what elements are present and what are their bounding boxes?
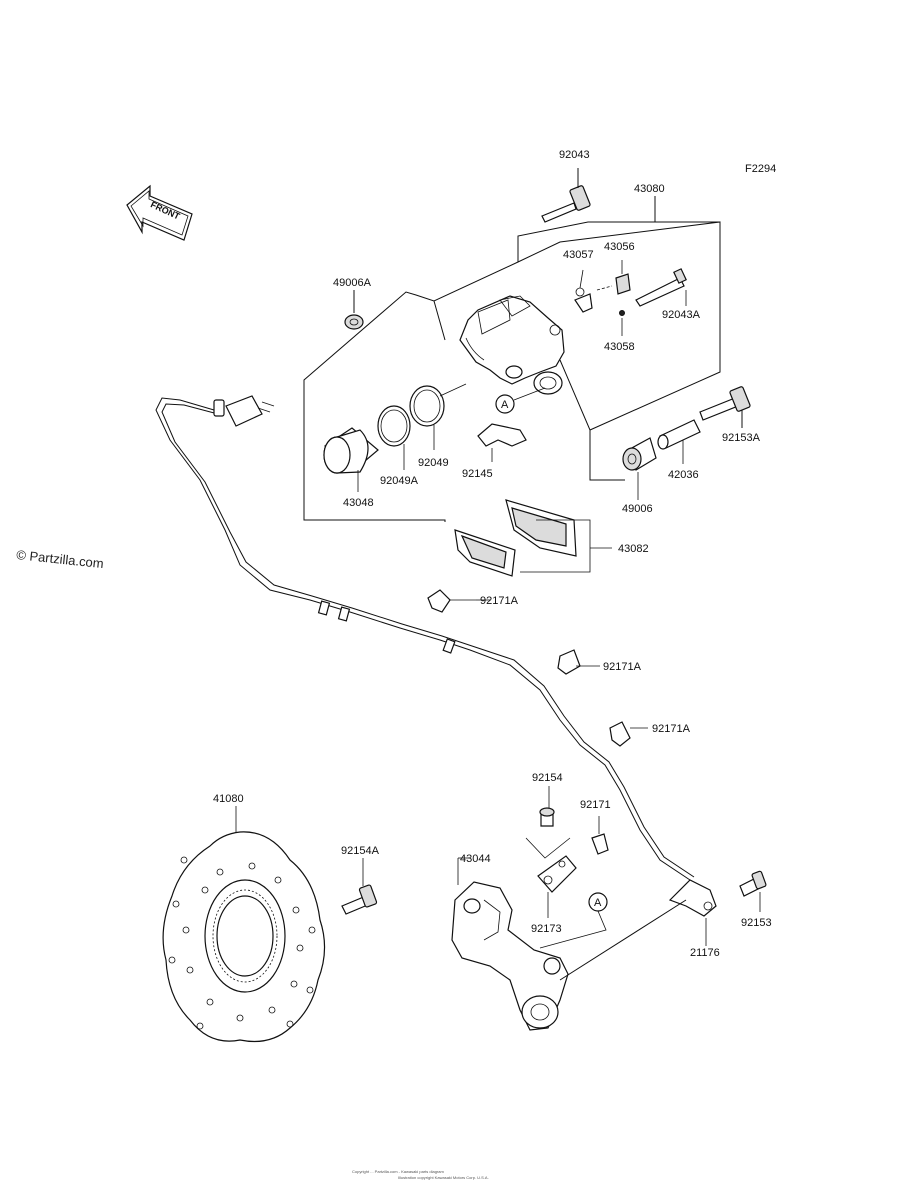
callout-43056: 43056 [604, 241, 635, 253]
callout-92043A: 92043A [662, 309, 701, 321]
svg-text:A: A [501, 399, 509, 411]
callout-49006A: 49006A [333, 277, 372, 289]
callout-43082: 43082 [618, 543, 649, 555]
bolt-92154A [341, 858, 378, 915]
clamp-92171A-1 [427, 589, 476, 613]
pad-spring-92145 [477, 423, 527, 462]
marker-A-upper: A [495, 387, 546, 414]
callout-92043: 92043 [559, 149, 590, 161]
abs-sensor-21176 [559, 879, 717, 981]
leader-lines [476, 599, 600, 667]
bolt-92154 [539, 786, 555, 827]
clamp-92171A-2 [557, 649, 581, 675]
sensor-cable [155, 395, 695, 881]
caliper-assembly-frame [303, 196, 721, 522]
callout-43080: 43080 [634, 183, 665, 195]
callout-43058: 43058 [604, 341, 635, 353]
callout-92049A: 92049A [380, 475, 419, 487]
bracket-92173 [525, 837, 577, 918]
watermark: © Partzilla.com [16, 547, 105, 571]
brake-pads-43082 [454, 499, 612, 577]
caliper-bracket-43044 [451, 857, 569, 1031]
footer-line-2: Illustration copyright Kawasaki Motors C… [398, 1175, 489, 1180]
callout-92049: 92049 [418, 457, 449, 469]
callout-92171A-1: 92171A [480, 595, 519, 607]
bolt-92153 [739, 870, 767, 912]
callout-43044: 43044 [460, 853, 491, 865]
callout-92171: 92171 [580, 799, 611, 811]
piston-seals [377, 383, 467, 470]
bolt-92153A [699, 386, 751, 428]
boot-49006 [622, 437, 657, 500]
callout-92154A: 92154A [341, 845, 380, 857]
footer-line-1: Copyright ... Partzilla.com - Kawasaki p… [352, 1169, 444, 1174]
callout-92153: 92153 [741, 917, 772, 929]
callout-92154: 92154 [532, 772, 563, 784]
bleeder-parts [574, 260, 687, 336]
caliper-body [459, 295, 565, 395]
callout-92171A-2: 92171A [603, 661, 642, 673]
sleeve-42036 [657, 419, 701, 464]
callout-41080: 41080 [213, 793, 244, 805]
callout-21176: 21176 [690, 947, 720, 959]
callout-92153A: 92153A [722, 432, 761, 444]
callout-43057: 43057 [563, 249, 594, 261]
boot-49006A [344, 290, 364, 330]
clip-92171 [591, 816, 609, 855]
piston-43048 [323, 427, 379, 492]
callout-labels: 92043 43080 43057 43056 92043A 49006A 43… [213, 149, 772, 959]
callout-42036: 42036 [668, 469, 699, 481]
callout-92173: 92173 [531, 923, 562, 935]
callout-92145: 92145 [462, 468, 493, 480]
svg-text:A: A [594, 897, 602, 909]
brake-disc-41080 [162, 806, 326, 1043]
clamp-92171A-3 [609, 721, 648, 747]
bolt-92043 [541, 168, 591, 223]
figure-code: F2294 [745, 163, 776, 175]
callout-49006: 49006 [622, 503, 653, 515]
callout-43048: 43048 [343, 497, 374, 509]
callout-92171A-3: 92171A [652, 723, 691, 735]
front-arrow-icon: FRONT [126, 184, 193, 241]
marker-A-lower: A [539, 892, 608, 949]
